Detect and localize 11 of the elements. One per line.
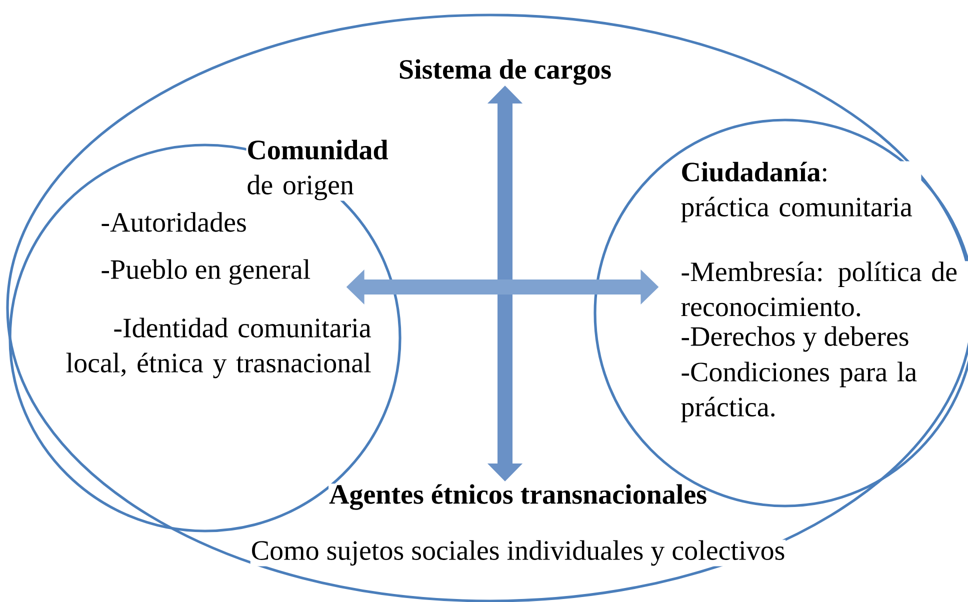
list-item: -Pueblo en general	[100, 258, 312, 286]
subtitle: Como sujetos sociales individuales y colectivos	[250, 540, 786, 566]
list-item: -Membresía: política de reconocimiento.	[680, 261, 968, 317]
list-item: -Identidad comunitaria local, étnica y trasnacional	[48, 317, 372, 379]
list-item: -Condiciones para la práctica.	[680, 361, 932, 423]
heading: Agentes étnicos transnacionales	[328, 484, 708, 510]
circle-heading: Comunidad de origen	[246, 139, 398, 201]
circle-heading: Ciudadanía: práctica comunitaria	[680, 161, 922, 223]
list-item: -Autoridades	[100, 212, 248, 232]
heading: Sistema de cargos	[398, 58, 612, 86]
list-item: -Derechos y deberes	[680, 326, 910, 352]
